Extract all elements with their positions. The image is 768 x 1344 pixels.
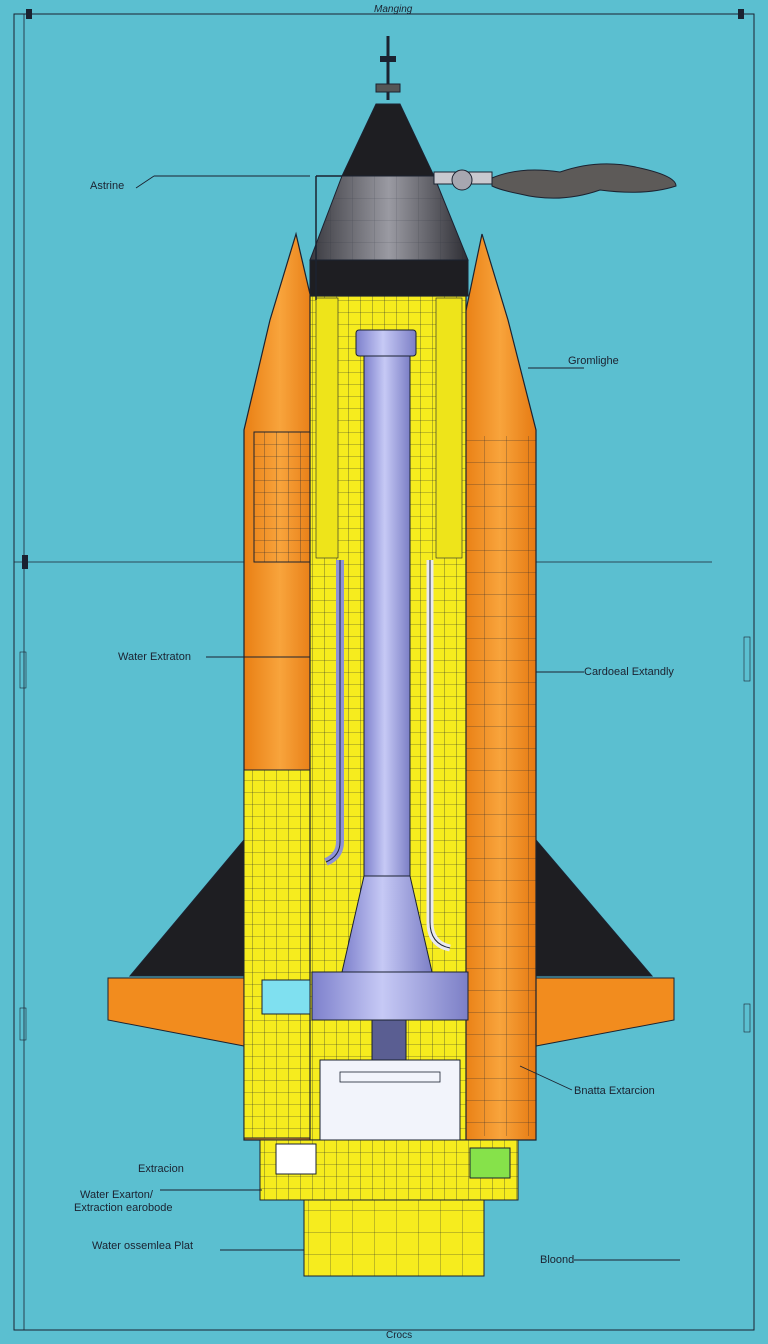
right-fin xyxy=(535,838,675,1047)
diagram-title: Manging xyxy=(374,4,413,15)
service-arm xyxy=(315,163,677,300)
label-extraction-earobode: Extraction earobode xyxy=(74,1202,173,1214)
label-water-ossemlea-plat: Water ossemlea Plat xyxy=(92,1240,194,1252)
label-cardoeal-extandly: Cardoeal Extandly xyxy=(584,666,674,678)
label-bloond: Bloond xyxy=(540,1254,575,1266)
label-gromlighe: Gromlighe xyxy=(568,355,619,367)
left-booster xyxy=(243,231,317,1141)
label-water-extraton: Water Extraton xyxy=(118,651,191,663)
left-fin xyxy=(107,838,245,1047)
engine-bay xyxy=(261,979,461,1147)
label-astrine: Astrine xyxy=(90,180,125,192)
diagram-footer: Crocs xyxy=(386,1330,413,1341)
label-extracion: Extracion xyxy=(138,1163,184,1175)
core-stage xyxy=(311,329,469,1061)
label-bnatta-extarcion: Bnatta Extarcion xyxy=(574,1085,655,1097)
base-platform xyxy=(259,1139,519,1277)
label-water-exarton: Water Exarton/ xyxy=(80,1189,153,1201)
nose-cone xyxy=(309,36,469,297)
drawing-frame xyxy=(13,13,755,1331)
leader-lines xyxy=(135,175,680,1261)
right-booster xyxy=(463,233,537,1141)
